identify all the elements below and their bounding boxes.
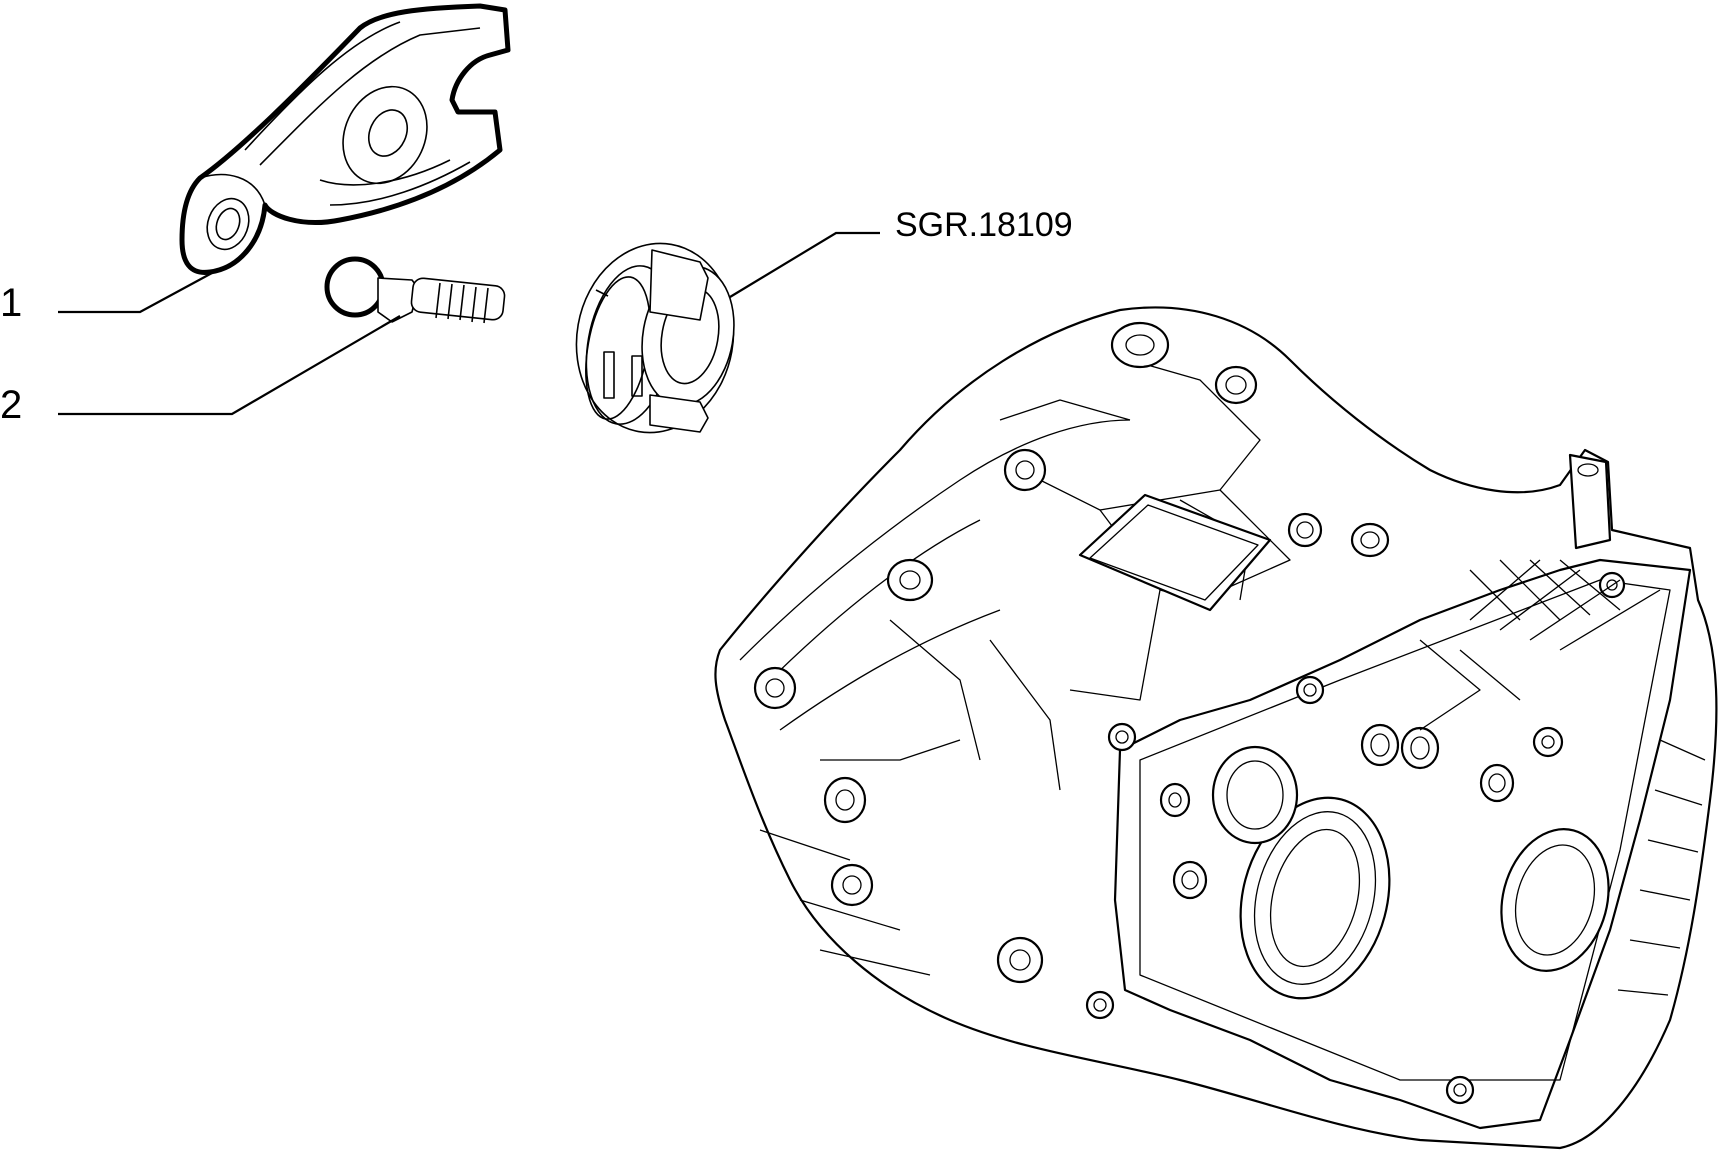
reference-leader (729, 231, 880, 298)
gearbox-housing (714, 306, 1718, 1150)
callout-1-label: 1 (0, 281, 22, 325)
release-bearing (575, 242, 735, 434)
callout-1-leader (58, 272, 213, 314)
release-fork (179, 3, 511, 275)
callout-2-leader (58, 315, 401, 416)
callout-2-label: 2 (0, 383, 22, 427)
reference-code-label: SGR.18109 (895, 206, 1073, 244)
ball-stud (324, 256, 506, 324)
